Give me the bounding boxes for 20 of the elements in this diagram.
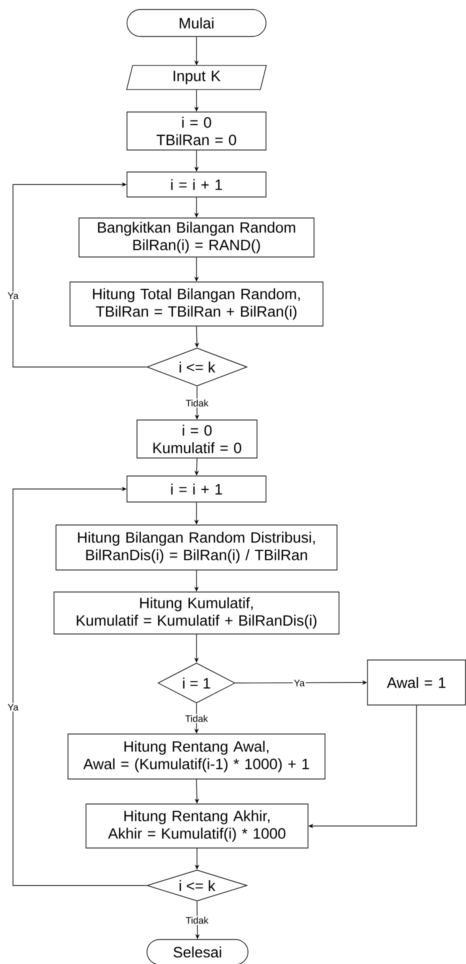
- edge-label: Tidak: [184, 916, 210, 925]
- process-box: Awal = 1: [367, 660, 466, 706]
- edge-label: Ya: [292, 678, 306, 688]
- process-box: i = i + 1: [126, 476, 266, 502]
- process-box: Hitung Rentang Awal, Awal = (Kumulatif(i-1) * 1000) + 1: [68, 734, 326, 780]
- arrow: [12, 486, 147, 886]
- edge-label: Tidak: [184, 398, 210, 408]
- process-box: Bangkitkan Bilangan Random BilRan(i) = RAND(): [78, 218, 314, 258]
- edge-label: Ya: [6, 702, 20, 712]
- process-box: Hitung Total Bilangan Random, TBilRan = TBilRan + BilRan(i): [70, 282, 324, 326]
- process-box: i = 0 Kumulatif = 0: [136, 420, 258, 458]
- process-box: Hitung Bilangan Random Distribusi, BilRanDis(i) = BilRan(i) / TBilRan: [56, 524, 338, 570]
- process-box: Hitung Rentang Akhir, Akhir = Kumulatif(i) * 1000: [86, 804, 308, 848]
- arrow: [12, 182, 147, 368]
- edge-label: Tidak: [184, 714, 209, 723]
- edge-label: Ya: [6, 291, 20, 300]
- input-parallelogram: Input K: [126, 65, 267, 90]
- process-box: i = i + 1: [126, 172, 266, 198]
- process-box: Hitung Kumulatif, Kumulatif = Kumulatif + BilRanDis(i): [54, 592, 340, 634]
- process-box: i = 0 TBilRan = 0: [126, 112, 266, 150]
